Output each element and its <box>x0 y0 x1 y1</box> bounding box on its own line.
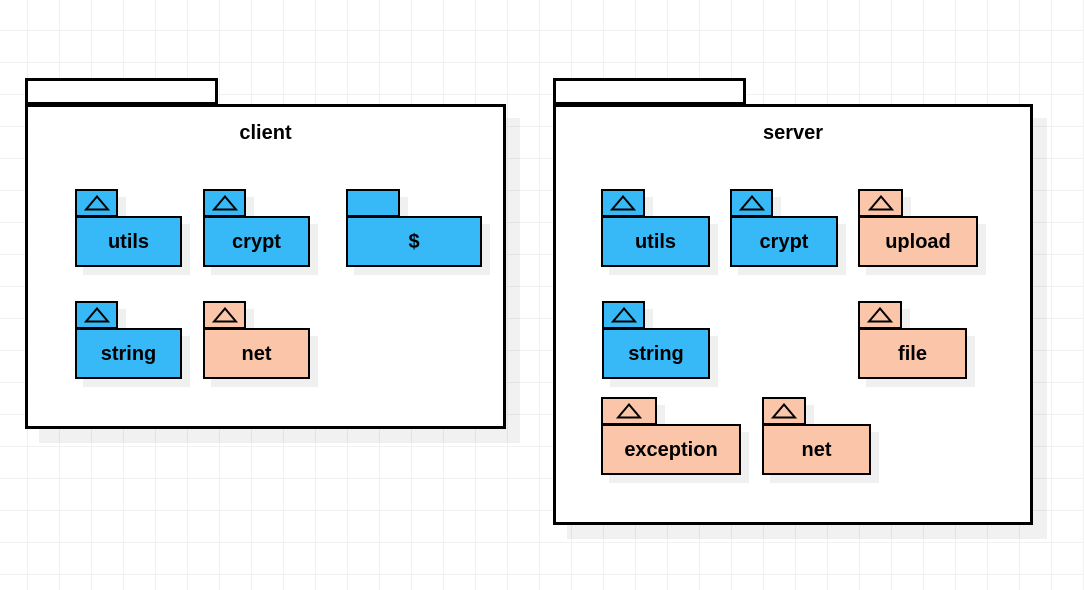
triangle-icon <box>610 307 637 323</box>
triangle-icon <box>610 195 636 211</box>
package-body: string <box>75 328 182 379</box>
package-server-net[interactable]: net <box>762 397 871 475</box>
package-label: net <box>241 342 272 365</box>
triangle-icon <box>867 195 894 211</box>
package-label: file <box>898 342 927 365</box>
package-body: string <box>602 328 710 379</box>
package-tab <box>602 301 645 329</box>
package-tab <box>762 397 806 425</box>
package-body: utils <box>75 216 182 267</box>
package-body: file <box>858 328 967 379</box>
package-server-utils[interactable]: utils <box>601 189 710 267</box>
package-tab <box>203 301 246 329</box>
package-body: net <box>203 328 310 379</box>
triangle-icon <box>771 403 797 419</box>
package-tab <box>346 189 400 217</box>
triangle-icon <box>211 195 238 211</box>
triangle-icon <box>738 195 765 211</box>
package-tab <box>858 301 902 329</box>
package-server-string[interactable]: string <box>602 301 710 379</box>
triangle-icon <box>616 403 642 419</box>
package-container-server[interactable]: server utils crypt <box>553 78 1033 525</box>
package-tab <box>601 189 645 217</box>
package-label: exception <box>624 438 718 461</box>
package-label: utils <box>634 230 677 253</box>
package-label: string <box>628 342 684 365</box>
package-container-tab <box>25 78 218 105</box>
package-body: crypt <box>730 216 838 267</box>
package-body: utils <box>601 216 710 267</box>
package-label: upload <box>885 230 951 253</box>
package-body: crypt <box>203 216 310 267</box>
package-body: $ <box>346 216 482 267</box>
package-server-crypt[interactable]: crypt <box>730 189 838 267</box>
package-label: string <box>100 342 157 365</box>
triangle-icon <box>211 307 238 323</box>
package-server-exception[interactable]: exception <box>601 397 741 475</box>
package-tab <box>730 189 773 217</box>
package-tab <box>601 397 657 425</box>
package-container-client[interactable]: client utils crypt <box>25 78 506 429</box>
package-client-string[interactable]: string <box>75 301 182 379</box>
package-label: $ <box>408 230 420 253</box>
package-client-net[interactable]: net <box>203 301 310 379</box>
package-container-title: server <box>762 122 824 144</box>
package-body: upload <box>858 216 978 267</box>
package-client-dollar[interactable]: $ <box>346 189 482 267</box>
package-server-upload[interactable]: upload <box>858 189 978 267</box>
package-label: utils <box>107 230 150 253</box>
package-client-crypt[interactable]: crypt <box>203 189 310 267</box>
package-tab <box>858 189 903 217</box>
package-server-file[interactable]: file <box>858 301 967 379</box>
triangle-icon <box>83 307 110 323</box>
package-label: crypt <box>232 230 281 253</box>
triangle-icon <box>867 307 893 323</box>
package-tab <box>203 189 246 217</box>
package-label: net <box>801 438 832 461</box>
package-tab <box>75 301 118 329</box>
package-container-tab <box>553 78 746 105</box>
package-container-title: client <box>239 122 292 144</box>
package-label: crypt <box>759 230 809 253</box>
package-client-utils[interactable]: utils <box>75 189 182 267</box>
package-body: net <box>762 424 871 475</box>
package-tab <box>75 189 118 217</box>
package-body: exception <box>601 424 741 475</box>
triangle-icon <box>83 195 110 211</box>
